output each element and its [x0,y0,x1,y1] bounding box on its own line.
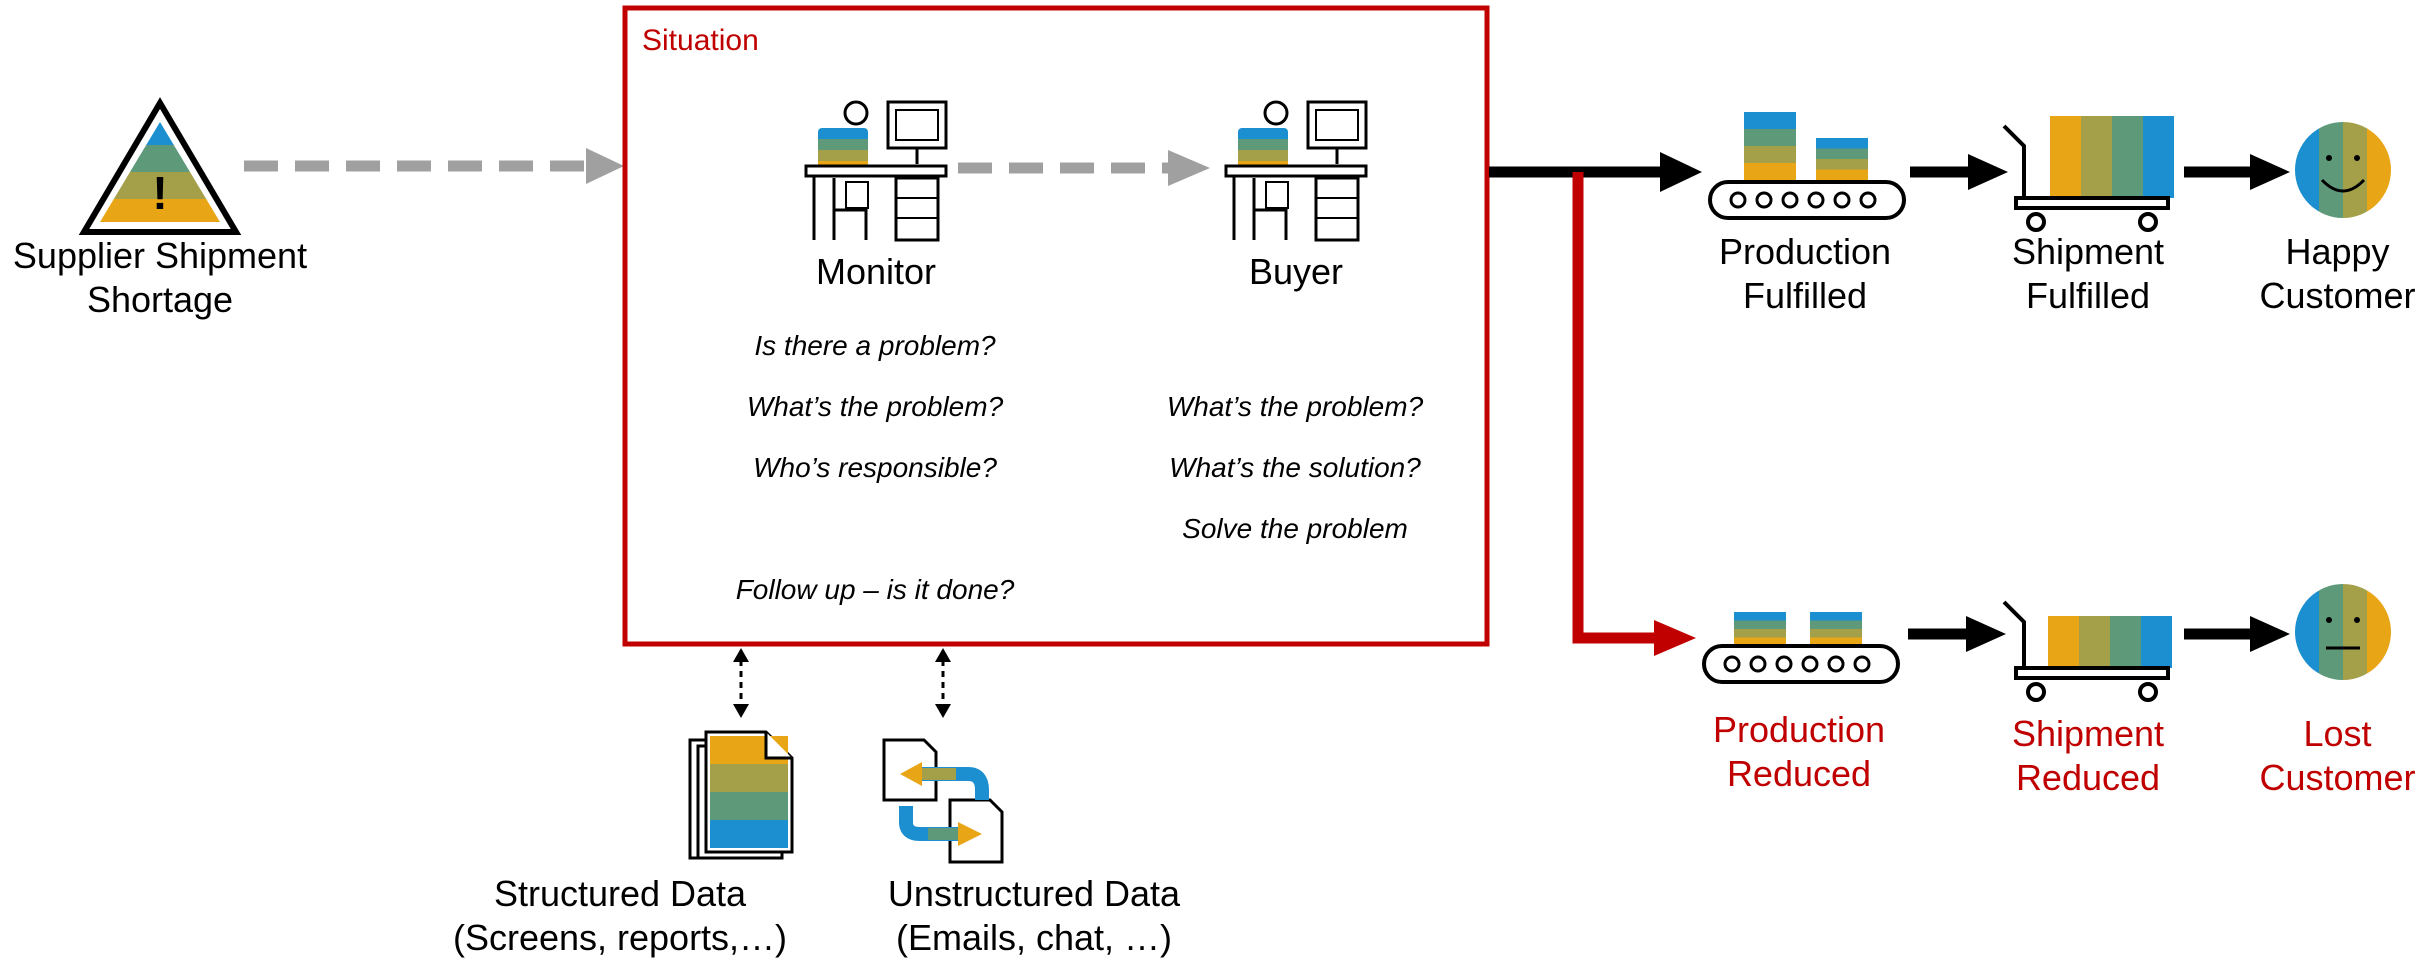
dashed-arrow-monitor-to-buyer [958,150,1210,186]
monitor-question-2: What’s the problem? [746,391,1004,422]
cart-reduced-icon [2002,600,2172,702]
unstructured-data-label: Unstructured Data (Emails, chat, …) [834,872,1234,960]
conveyor-belt-reduced-icon [1702,612,1900,684]
unstructured-data-line2: (Emails, chat, …) [895,917,1173,958]
buyer-question-2: What’s the solution? [1169,452,1421,483]
production-reduced-label: Production Reduced [1694,708,1904,796]
flow-arrow-bad [1572,172,1696,656]
monitor-follow-up: Follow up – is it done? [735,574,1015,605]
shipment-reduced-line1: Shipment [2011,713,2165,754]
shipment-reduced-label: Shipment Reduced [1988,712,2188,800]
buyer-question-3: Solve the problem [1182,513,1408,544]
happy-customer-line2: Customer [2259,275,2416,316]
situation-title: Situation [642,24,759,57]
production-reduced-line1: Production [1712,709,1886,750]
lost-customer-line1: Lost [2303,713,2372,754]
lost-customer-label: Lost Customer [2248,712,2427,800]
dashed-arrow-source-to-situation [244,148,624,184]
happy-customer-line1: Happy [2285,231,2390,272]
structured-data-label: Structured Data (Screens, reports,…) [420,872,820,960]
monitor-label: Monitor [815,251,937,292]
source-label-line1: Supplier Shipment [12,235,308,276]
buyer-question-1: What’s the problem? [1166,391,1424,422]
source-label: Supplier Shipment Shortage [0,234,320,322]
situation-frame [622,5,1490,647]
production-reduced-line2: Reduced [1726,753,1872,794]
arrow-production-to-shipment-good [1910,154,2008,190]
smiley-happy-icon [2295,122,2391,218]
buyer-label: Buyer [1248,251,1344,292]
shipment-reduced-line2: Reduced [2015,757,2161,798]
monitor-question-1: Is there a problem? [754,330,996,361]
flow-arrow-good [1489,152,1702,192]
buyer-worker-icon [1224,100,1368,242]
production-fulfilled-label: Production Fulfilled [1700,230,1910,318]
lost-customer-line2: Customer [2259,757,2416,798]
unstructured-data-line1: Unstructured Data [887,873,1181,914]
warning-exclamation: ! [152,167,168,219]
arrow-shipment-to-customer-bad [2184,616,2290,652]
shipment-fulfilled-line1: Shipment [2011,231,2165,272]
happy-customer-label: Happy Customer [2248,230,2427,318]
cart-fulfilled-icon [2002,116,2174,232]
structured-data-line1: Structured Data [493,873,747,914]
dotted-link-unstructured [935,648,951,718]
production-fulfilled-line2: Fulfilled [1742,275,1868,316]
dotted-link-structured [733,648,749,718]
document-exchange-icon [882,738,1004,864]
document-stack-icon [688,730,794,860]
structured-data-line2: (Screens, reports,…) [452,917,788,958]
smiley-neutral-icon [2295,584,2391,680]
arrow-production-to-shipment-bad [1908,616,2006,652]
source-label-line2: Shortage [86,279,234,320]
monitor-worker-icon [804,100,948,242]
arrow-shipment-to-customer-good [2184,154,2290,190]
production-fulfilled-line1: Production [1718,231,1892,272]
monitor-question-3: Who’s responsible? [753,452,997,483]
shipment-fulfilled-label: Shipment Fulfilled [1988,230,2188,318]
conveyor-belt-fulfilled-icon [1708,112,1906,220]
shipment-fulfilled-line2: Fulfilled [2025,275,2151,316]
